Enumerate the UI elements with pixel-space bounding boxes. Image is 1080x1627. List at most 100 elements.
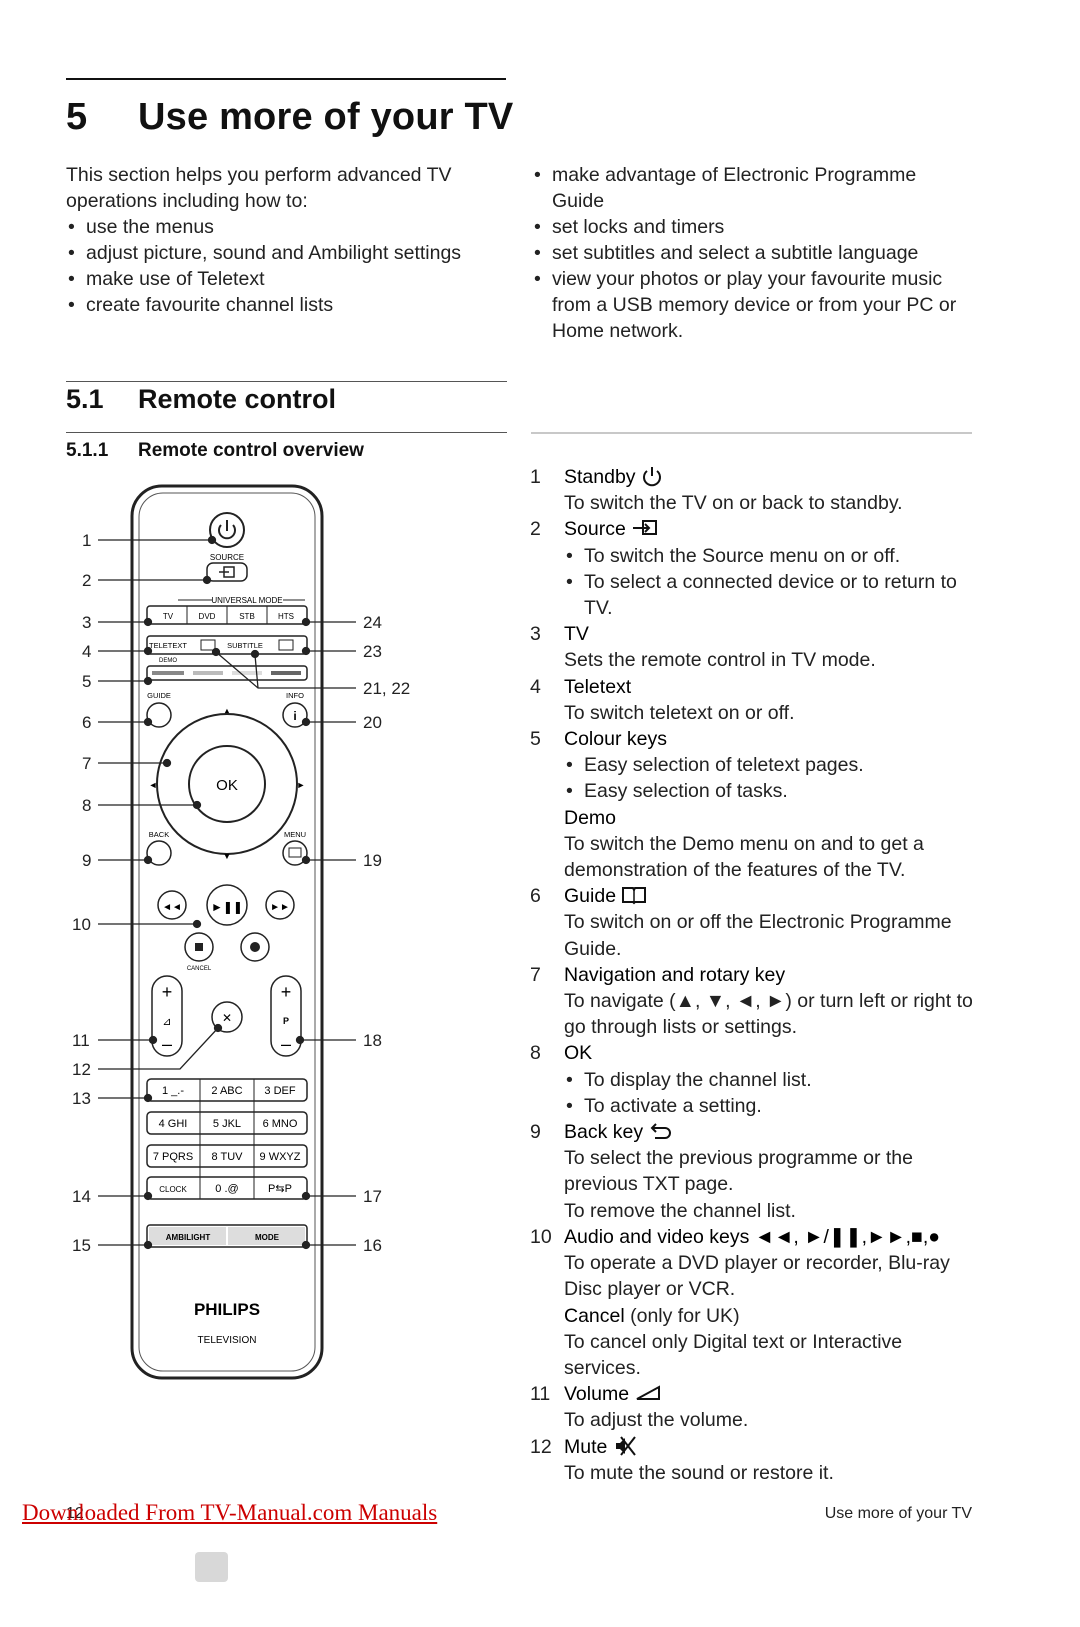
intro-left-list: use the menus adjust picture, sound and …	[66, 214, 506, 318]
callout-10: 10	[72, 915, 91, 934]
subtitle-label: SUBTITLE	[227, 641, 263, 650]
key-4: 4 GHI	[159, 1118, 188, 1130]
svg-text:⊿: ⊿	[162, 1016, 171, 1028]
menu-button	[282, 840, 308, 866]
item-bullet: To switch the Source menu on or off.	[564, 543, 975, 569]
callout-23: 23	[363, 642, 382, 661]
svg-text:◄◄: ◄◄	[162, 902, 182, 913]
item-title: Standby	[564, 466, 636, 488]
power-icon	[642, 467, 661, 487]
intro-right-list: make advantage of Electronic Programme G…	[532, 162, 972, 344]
svg-text:▼: ▼	[223, 851, 232, 861]
list-item: 5 Colour keys Easy selection of teletext…	[530, 726, 975, 883]
item-bullet: To activate a setting.	[564, 1093, 975, 1119]
source-icon	[633, 520, 658, 536]
item-text: To cancel only Digital text or Interacti…	[564, 1330, 903, 1379]
item-title: OK	[564, 1042, 593, 1065]
callout-12: 12	[72, 1060, 91, 1079]
list-item: 12 Mute To mute the sound or restore it.	[530, 1434, 975, 1486]
item-text: To adjust the volume.	[564, 1409, 749, 1432]
list-item: 8 OK To display the channel list. To act…	[530, 1040, 975, 1119]
remote-key-list: 1 Standby To switch the TV on or back to…	[530, 464, 975, 1486]
key-2: 2 ABC	[211, 1085, 242, 1097]
ok-button	[188, 745, 266, 823]
volume-rocker	[151, 975, 183, 1057]
page-number: 12	[66, 1505, 84, 1522]
key-6: 6 MNO	[263, 1118, 298, 1130]
key-1: 1 _.-	[162, 1085, 184, 1097]
callout-6: 6	[82, 713, 91, 732]
key-8: 8 TUV	[212, 1151, 244, 1163]
callout-14: 14	[72, 1187, 91, 1206]
book-icon	[622, 887, 647, 905]
page-tab-marker	[195, 1552, 228, 1582]
item-bullet: To display the channel list.	[564, 1067, 975, 1093]
list-item: 10 Audio and video keys ◄◄, ►/❚❚,►►,■,● …	[530, 1224, 975, 1381]
item-title: Audio and video keys ◄◄, ►/❚❚,►►,■,●	[564, 1225, 941, 1248]
guide-button	[146, 702, 172, 728]
subsection-number: 5.1.1	[66, 440, 109, 461]
source-icon	[219, 566, 235, 578]
section-bottom-rule	[66, 432, 507, 433]
rewind-button	[157, 890, 187, 920]
svg-text:i: i	[293, 709, 296, 723]
svg-text:▲: ▲	[223, 706, 232, 716]
list-item: 1 Standby To switch the TV on or back to…	[530, 464, 975, 516]
item-title: Source	[564, 518, 626, 541]
p-label: P	[283, 1016, 289, 1026]
svg-text:►❚❚: ►❚❚	[211, 900, 243, 914]
callout-11: 11	[72, 1031, 90, 1050]
intro-lead-1: This section helps you perform advanced …	[66, 164, 452, 186]
remote-body-inner	[138, 492, 316, 1372]
item-text: To operate a DVD player or recorder, Blu…	[564, 1252, 950, 1301]
mode-buttons: TV DVD STB HTS	[146, 605, 308, 625]
mode-hts: HTS	[278, 612, 294, 621]
item-subtitle-suffix: (only for UK)	[624, 1304, 740, 1327]
svg-text:+: +	[281, 982, 292, 1002]
key-clock: CLOCK	[159, 1185, 187, 1194]
svg-text:►►: ►►	[270, 902, 290, 913]
callout-21-22: 21, 22	[363, 679, 410, 698]
callout-13: 13	[72, 1089, 91, 1108]
list-item: make use of Teletext	[66, 266, 506, 292]
list-item: 2 Source To switch the Source menu on or…	[530, 516, 975, 621]
callout-17: 17	[363, 1187, 382, 1206]
svg-text:◄: ◄	[149, 780, 158, 790]
keypad: 1 _.- 2 ABC 3 DEF 4 GHI 5 JKL 6 MNO 7 PQ…	[146, 1078, 308, 1200]
intro-left: This section helps you perform advanced …	[66, 162, 506, 318]
list-item: set subtitles and select a subtitle lang…	[532, 240, 972, 266]
guide-label: GUIDE	[147, 691, 171, 700]
svg-text:✕: ✕	[222, 1011, 232, 1025]
svg-text:–: –	[162, 1034, 172, 1054]
svg-text:►: ►	[297, 780, 306, 790]
callout-1: 1	[82, 531, 91, 550]
callout-2: 2	[82, 571, 91, 590]
item-title: Back key	[564, 1121, 644, 1144]
item-text: To remove the channel list.	[564, 1199, 796, 1222]
list-item: make advantage of Electronic Programme G…	[532, 162, 972, 214]
source-label: SOURCE	[210, 553, 244, 562]
play-pause-button	[206, 884, 248, 926]
download-source-link[interactable]: Downloaded From TV-Manual.com Manuals	[22, 1500, 438, 1525]
svg-text:–: –	[281, 1034, 291, 1054]
callout-4: 4	[82, 642, 91, 661]
info-button	[282, 702, 308, 728]
programme-rocker	[270, 975, 302, 1057]
subsection-title-text: Remote control overview	[138, 440, 364, 461]
list-item: adjust picture, sound and Ambilight sett…	[66, 240, 506, 266]
ambilight-label: AMBILIGHT	[166, 1233, 211, 1242]
item-title: Guide	[564, 885, 617, 908]
item-title: Navigation and rotary key	[564, 963, 786, 986]
right-column-rule	[531, 432, 972, 434]
item-subtitle: Demo	[564, 806, 617, 829]
ok-label: OK	[216, 777, 238, 794]
fast-forward-button	[265, 890, 295, 920]
back-label: BACK	[149, 830, 169, 839]
item-subtitle: Cancel	[564, 1304, 625, 1327]
list-item: 3 TV Sets the remote control in TV mode.	[530, 621, 975, 673]
mode-dvd: DVD	[199, 612, 216, 621]
list-item: 4 Teletext To switch teletext on or off.	[530, 674, 975, 726]
list-item: 6 Guide To switch on or off the Electron…	[530, 883, 975, 962]
item-text: To select the previous programme or the …	[564, 1147, 914, 1196]
